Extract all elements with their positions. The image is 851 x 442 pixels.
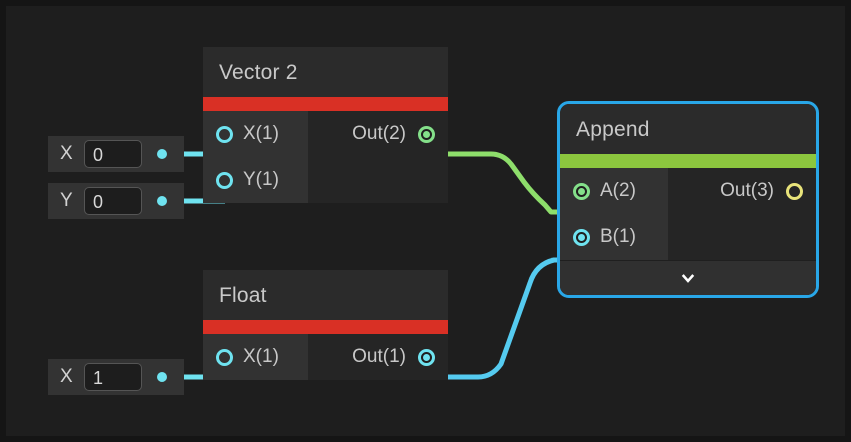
widget-input-float-x[interactable]: 1 [84,363,142,391]
port-row-spacer [668,214,803,260]
port-row-vector2-out[interactable]: Out(2) [308,111,435,157]
port-label-out: Out(1) [352,346,406,367]
node-title-append: Append [576,118,650,141]
port-dot-y-input[interactable] [216,171,233,189]
port-row-float-x[interactable]: X(1) [216,334,308,380]
output-ports-float: Out(1) [308,334,448,380]
widget-connector-dot[interactable] [157,149,167,159]
node-body-vector2: X(1) Y(1) Out(2) [203,111,448,203]
port-row-append-out[interactable]: Out(3) [668,168,803,214]
port-dot-x-input[interactable] [216,125,233,143]
node-body-append: A(2) B(1) Out(3) [560,168,816,260]
node-title-vector2: Vector 2 [219,61,298,84]
port-row-append-a[interactable]: A(2) [573,168,668,214]
port-label-x: X(1) [243,123,279,144]
node-append[interactable]: Append A(2) B(1) Out(3) [557,101,819,298]
output-ports-append: Out(3) [668,168,816,260]
port-dot-x-input[interactable] [216,348,233,366]
port-row-float-out[interactable]: Out(1) [308,334,435,380]
port-dot-out[interactable] [786,182,803,200]
node-accent-bar [203,320,448,334]
port-dot-out[interactable] [418,125,435,143]
widget-label-x: X [60,143,73,164]
widget-input-vector2-x[interactable]: 0 [84,140,142,168]
port-dot-a-input[interactable] [573,182,590,200]
output-ports-vector2: Out(2) [308,111,448,203]
input-ports-vector2: X(1) Y(1) [203,111,308,203]
node-accent-bar [203,97,448,111]
input-ports-float: X(1) [203,334,308,380]
port-label-y: Y(1) [243,169,279,190]
node-expander-button[interactable] [560,260,816,295]
port-row-append-b[interactable]: B(1) [573,214,668,260]
widget-label-x: X [60,366,73,387]
node-body-float: X(1) Out(1) [203,334,448,380]
port-row-vector2-y[interactable]: Y(1) [216,157,308,203]
node-accent-bar [560,154,816,168]
input-ports-append: A(2) B(1) [560,168,668,260]
port-row-vector2-x[interactable]: X(1) [216,111,308,157]
port-label-a: A(2) [600,180,636,201]
value-widget-float-x[interactable]: X 1 [48,359,184,395]
node-title-float: Float [219,284,267,307]
port-label-out: Out(3) [720,180,774,201]
value-widget-vector2-y[interactable]: Y 0 [48,183,184,219]
node-append-inner: Append A(2) B(1) Out(3) [560,104,816,295]
widget-label-y: Y [60,190,73,211]
node-vector2[interactable]: Vector 2 X(1) Y(1) Out(2) [203,47,448,203]
port-dot-b-input[interactable] [573,228,590,246]
port-label-b: B(1) [600,226,636,247]
value-widget-vector2-x[interactable]: X 0 [48,136,184,172]
port-row-spacer [308,157,435,203]
widget-connector-dot[interactable] [157,196,167,206]
port-label-x: X(1) [243,346,279,367]
node-float[interactable]: Float X(1) Out(1) [203,270,448,380]
port-label-out: Out(2) [352,123,406,144]
chevron-down-icon [681,274,695,283]
port-dot-out[interactable] [418,348,435,366]
widget-connector-dot[interactable] [157,372,167,382]
widget-input-vector2-y[interactable]: 0 [84,187,142,215]
